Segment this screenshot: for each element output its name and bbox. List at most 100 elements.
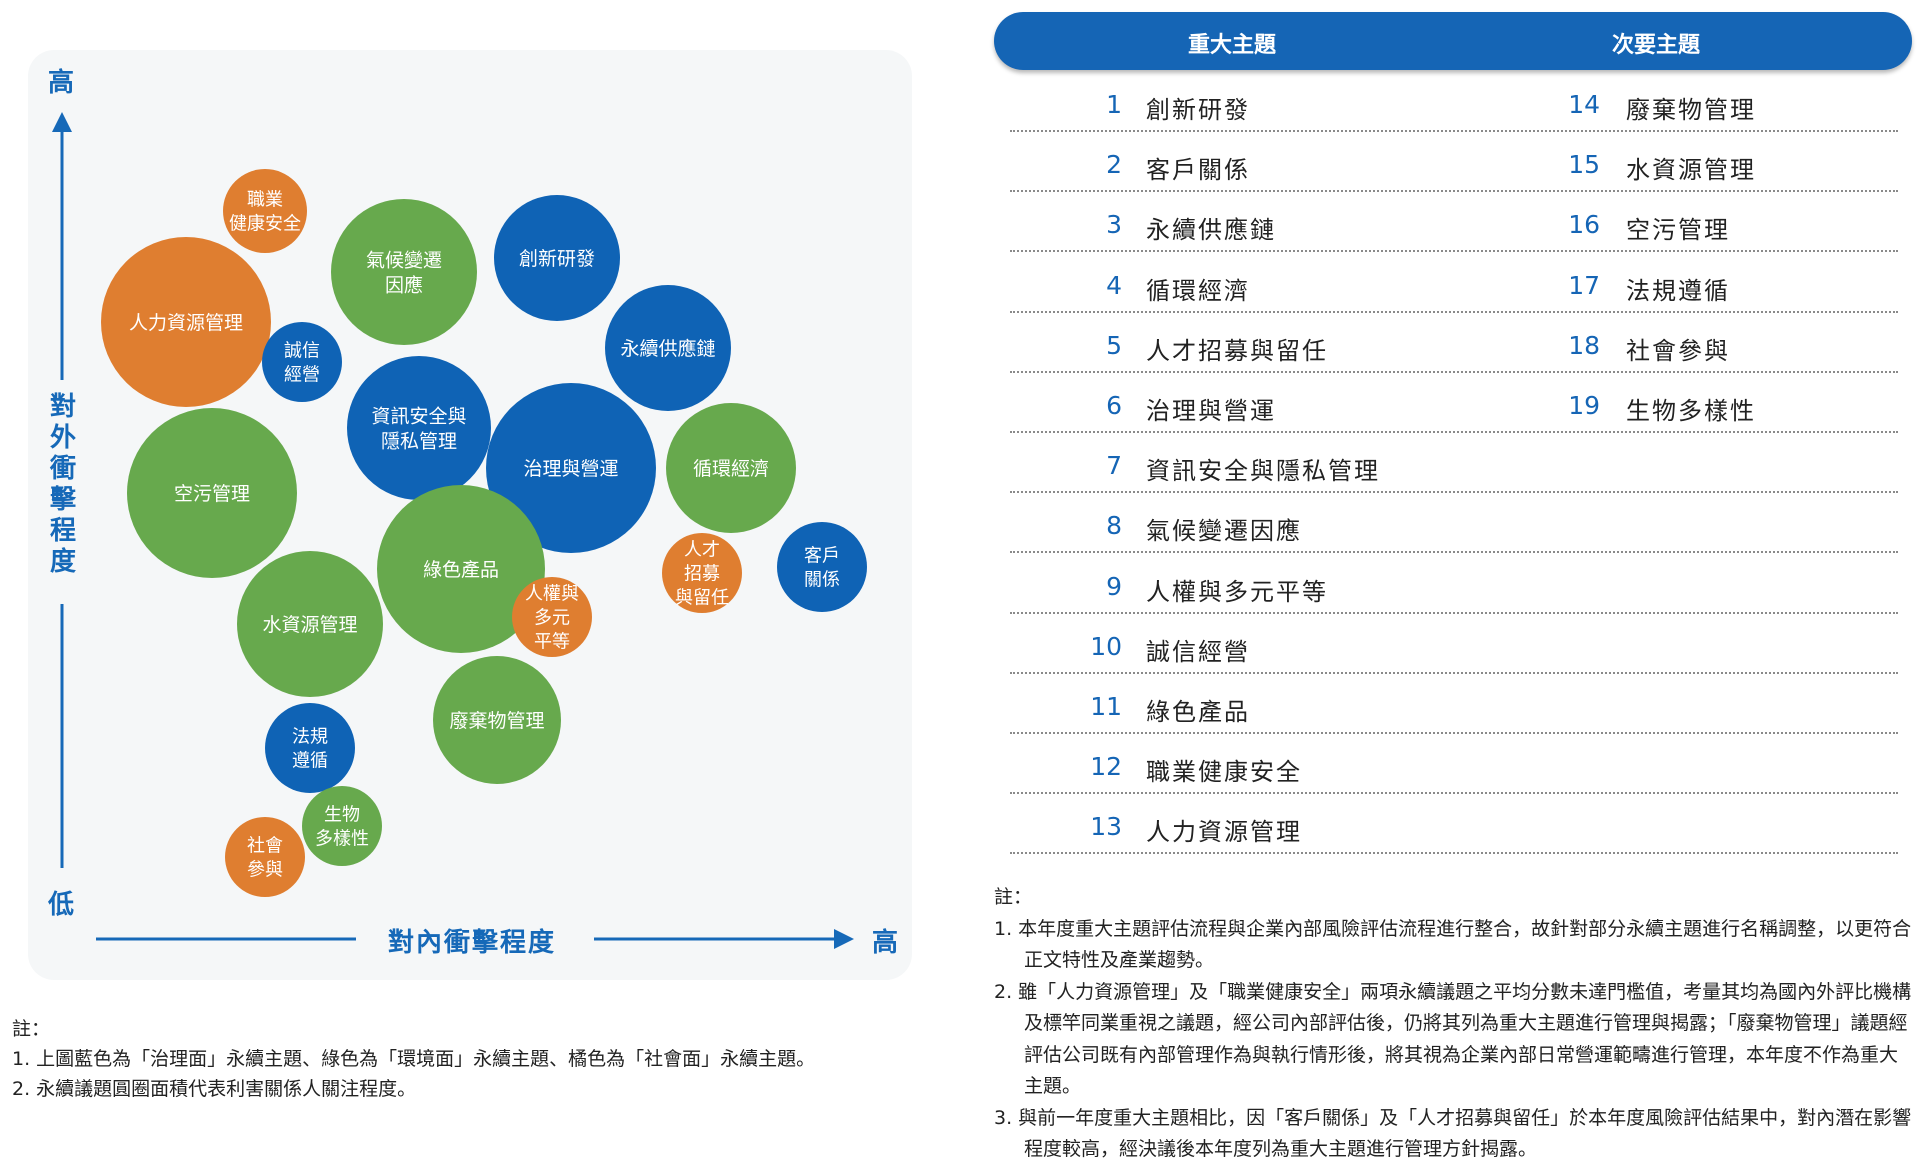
major-topic-number: 4 [1106,270,1122,300]
bubble-label: 創新研發 [519,248,595,270]
minor-topic-number: 14 [1568,90,1600,119]
bubble-1: 人力資源管理 [101,237,271,407]
y-axis-low-label: 低 [48,890,75,920]
x-axis-label: 對內衝擊程度 [388,928,557,958]
row-divider [1010,431,1898,433]
bubble-label: 誠信經營 [284,340,320,385]
bubble-circle [433,656,561,784]
bubble-circle [225,817,305,897]
minor-topic-number: 16 [1568,210,1600,240]
major-topic-label: 客戶關係 [1146,156,1250,185]
major-topic-label: 氣候變遷因應 [1146,517,1302,546]
bubble-label: 資訊安全與隱私管理 [371,405,466,452]
note-item: 1. 上圖藍色為「治理面」永續主題、綠色為「環境面」永續主題、橘色為「社會面」永… [12,1048,816,1070]
minor-topic-label: 社會參與 [1626,336,1730,365]
major-topic-number: 11 [1090,692,1122,721]
bubble-circle [662,533,742,613]
major-topic-label: 人力資源管理 [1146,818,1302,847]
bubble-circle [605,285,731,411]
bubble-circle [101,237,271,407]
bubble-8: 治理與營運 [486,383,656,553]
bubble-circle [223,169,307,253]
row-divider [1010,491,1898,494]
major-topic-label: 治理與營運 [1146,397,1276,425]
minor-topic-label: 生物多樣性 [1626,397,1756,425]
major-topic-number: 10 [1090,631,1122,661]
minor-topic-label: 水資源管理 [1626,156,1756,185]
major-topic-number: 2 [1106,150,1122,180]
bubble-4: 創新研發 [494,195,620,321]
y-axis-high-label: 高 [48,68,75,98]
major-topic-label: 永續供應鏈 [1146,216,1276,245]
table-notes: 註： 1. 本年度重大主題評估流程與企業內部風險評估流程進行整合，故針對部分永續… [994,882,1914,1166]
bubble-label: 空污管理 [174,483,250,505]
major-topic-label: 循環經濟 [1146,276,1250,305]
minor-topic-label: 空污管理 [1626,216,1730,245]
bubble-label: 氣候變遷因應 [366,249,442,296]
bubble-label: 永續供應鏈 [620,337,715,360]
bubble-circle [486,383,656,553]
major-topic-label: 人才招募與留任 [1146,336,1328,365]
bubble-circle [512,577,592,657]
bubble-label: 人權與多元平等 [525,583,579,652]
major-topic-label: 綠色產品 [1146,698,1250,726]
y-axis-label: 對外衝擊程度 [49,392,76,577]
note-item: 1. 本年度重大主題評估流程與企業內部風險評估流程進行整合，故針對部分永續主題進… [994,917,1912,972]
bubble-circle [377,485,545,653]
bubble-17: 法規遵循 [265,703,355,793]
major-topic-number: 3 [1106,210,1122,240]
row-divider [1010,671,1898,674]
bubble-5: 永續供應鏈 [605,285,731,411]
bubble-12: 人才招募與留任 [662,533,742,613]
bubble-10: 空污管理 [127,408,297,578]
row-divider [1010,370,1898,373]
row-divider [1010,852,1898,855]
major-topic-number: 8 [1106,511,1122,541]
minor-topic-number: 17 [1568,270,1600,300]
bubble-2: 職業健康安全 [223,169,307,253]
bubble-label: 人力資源管理 [129,312,243,334]
bubble-label: 人才招募與留任 [675,539,729,608]
major-topic-label: 人權與多元平等 [1146,577,1328,606]
major-topic-number: 1 [1106,90,1122,119]
bubble-6: 誠信經營 [262,322,342,402]
bubble-13: 客戶關係 [777,522,867,612]
major-topic-number: 9 [1106,571,1122,601]
major-topic-label: 誠信經營 [1146,637,1250,666]
bubble-circle [777,522,867,612]
major-topic-label: 創新研發 [1146,96,1250,124]
major-topic-number: 7 [1106,451,1122,481]
bubble-circle [347,356,491,500]
bubble-14: 人權與多元平等 [512,577,592,657]
major-topic-label: 資訊安全與隱私管理 [1146,457,1380,486]
row-divider [1010,732,1898,734]
bubble-label: 綠色產品 [423,559,499,581]
notes-title: 註： [994,886,1033,908]
bubble-label: 治理與營運 [523,458,618,480]
x-axis-high-label: 高 [872,928,899,958]
bubble-label: 廢棄物管理 [449,710,544,732]
y-axis-arrow [52,112,72,132]
note-item: 2. 永續議題圓圈面積代表利害關係人關注程度。 [12,1078,417,1100]
bubble-label: 法規遵循 [292,726,328,771]
bubble-circle [265,703,355,793]
minor-topic-number: 15 [1568,150,1600,180]
topics-table-header: 重大主題 次要主題 [994,12,1912,70]
row-divider [1010,611,1898,614]
bubble-circle [331,199,477,345]
bubble-label: 循環經濟 [693,458,769,480]
bubble-18: 生物多樣性 [302,786,382,866]
bubble-circle [127,408,297,578]
row-divider [1010,310,1898,313]
axes [52,112,854,949]
row-divider [1010,190,1898,193]
bubble-19: 社會參與 [225,817,305,897]
minor-topic-number: 18 [1568,330,1600,360]
bubble-label: 職業健康安全 [229,189,301,234]
matrix-notes: 註： 1. 上圖藍色為「治理面」永續主題、綠色為「環境面」永續主題、橘色為「社會… [12,1014,892,1104]
bubble-circle [262,322,342,402]
row-divider [1010,792,1898,795]
bubble-circle [666,403,796,533]
